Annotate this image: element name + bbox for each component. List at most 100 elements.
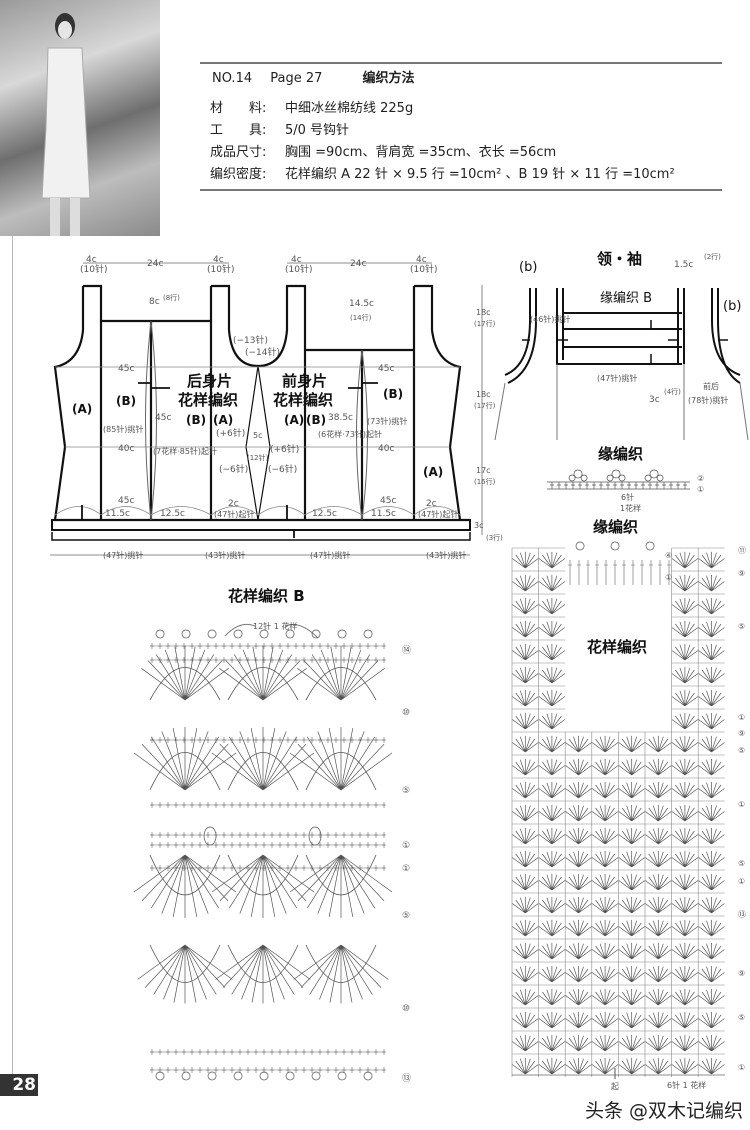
grid-chain (538, 869, 566, 893)
stitch-symbol (358, 657, 362, 663)
grid-chain (671, 616, 699, 640)
picot-symbol (568, 469, 588, 482)
stitch-symbol (262, 1049, 266, 1055)
stitch-symbol (206, 802, 210, 808)
stitch-symbol (182, 832, 186, 838)
grid-chain (538, 984, 566, 1008)
shell-stitch-symbol (538, 942, 566, 960)
grid-chain (697, 823, 725, 847)
grid-chain (591, 777, 619, 801)
shell-stitch-symbol (565, 1034, 592, 1052)
grid-chain (511, 1053, 539, 1077)
stitch-symbol (382, 842, 386, 848)
stitch-symbol (342, 737, 346, 743)
spec-label: 材 料: (210, 101, 267, 116)
grid-chain (511, 961, 539, 985)
stitch-symbol (158, 1049, 162, 1055)
shell-stitch-symbol (671, 850, 699, 868)
stitch-symbol (166, 842, 170, 848)
shell-stitch-symbol (698, 574, 725, 592)
stitch-symbol (640, 560, 644, 585)
shell-stitch-symbol (512, 1057, 539, 1075)
grid-chain (538, 1007, 566, 1031)
stitch-symbol (198, 1049, 202, 1055)
dim-label: (12针) (247, 453, 269, 462)
row-marker: ⑤ (402, 911, 410, 921)
stitch-symbol (326, 832, 330, 838)
shell-stitch-symbol (133, 854, 237, 918)
spec-gauge: 编织密度:花样编织 A 22 针 × 9.5 行 =10cm² 、B 19 针 … (210, 163, 675, 182)
grid-chain (591, 892, 619, 916)
grid-chain (564, 1053, 592, 1077)
stitch-symbol (683, 482, 687, 489)
stitch-symbol (262, 643, 266, 649)
grid-chain (591, 846, 619, 870)
grid-chain (618, 823, 645, 847)
stitch-symbol (230, 842, 234, 848)
arc-chain (227, 667, 299, 701)
collar-sleeve-diagram (494, 288, 749, 441)
stitch-symbol (238, 737, 242, 743)
shell-stitch-symbol (538, 758, 566, 776)
grid-chain (644, 777, 672, 801)
dim-label: 4c (416, 255, 427, 265)
dim-label: (47针)挑针 (597, 373, 637, 383)
picot-symbol (233, 629, 243, 1081)
dim-label: 45c (118, 496, 134, 506)
stitch-symbol (214, 1049, 218, 1055)
shell-stitch-symbol (671, 919, 699, 937)
stitch-symbol (634, 482, 638, 489)
shell-stitch-symbol (565, 735, 592, 753)
stitch-symbol (230, 802, 234, 808)
shell-stitch-symbol (565, 965, 592, 983)
shell-stitch-symbol (591, 896, 619, 914)
stitch-symbol (310, 1049, 314, 1055)
stitch-symbol (342, 802, 346, 808)
stitch-symbol (254, 737, 258, 743)
shell-stitch-symbol (618, 827, 645, 845)
grid-chain (671, 754, 699, 778)
dim-label: (4行) (664, 387, 681, 396)
shell-stitch-symbol (645, 1057, 672, 1075)
stitch-symbol (578, 482, 582, 489)
shell-stitch-symbol (215, 944, 311, 1004)
stitch-symbol (592, 482, 596, 489)
stitch-symbol (198, 737, 202, 743)
dim-label: 38.5c (328, 413, 353, 423)
dim-label: 4c (291, 255, 302, 265)
grid-chain (564, 823, 592, 847)
shell-stitch-symbol (512, 758, 539, 776)
front-piece-outline (305, 284, 462, 521)
shell-stitch-symbol (565, 827, 592, 845)
stitch-symbol (326, 842, 330, 848)
shell-stitch-symbol (512, 942, 539, 960)
grid-chain (564, 731, 592, 755)
dim-label: (47针)挑针 (103, 550, 143, 560)
stitch-symbol (150, 865, 154, 871)
spec-value: 胸围 =90cm、背肩宽 =35cm、衣长 =56cm (285, 145, 557, 160)
grid-chain (511, 662, 539, 686)
stitch-symbol (382, 643, 386, 649)
stitch-symbol (286, 643, 290, 649)
stitch-symbol (246, 832, 250, 838)
dim-label: 45c (118, 364, 134, 374)
stitch-symbol (302, 842, 306, 848)
stitch-symbol (358, 643, 362, 649)
dim-label: 18c (476, 390, 491, 399)
stitch-symbol (262, 832, 266, 838)
stitch-symbol (214, 842, 218, 848)
grid-chain (538, 685, 566, 709)
dim-label: (17行) (474, 401, 496, 410)
grid-chain (618, 1053, 645, 1077)
grid-chain (564, 777, 592, 801)
shell-stitch-symbol (591, 735, 619, 753)
shell-stitch-symbol (645, 965, 672, 983)
shell-stitch-symbol (645, 896, 672, 914)
front-piece-title: 前身片 (282, 372, 327, 390)
stitch-symbol (262, 737, 266, 743)
stitch-symbol (214, 737, 218, 743)
shell-stitch-symbol (538, 827, 566, 845)
grid-chain (538, 1030, 566, 1054)
stitch-symbol (278, 1049, 282, 1055)
section-b-label: (B) (306, 413, 326, 427)
